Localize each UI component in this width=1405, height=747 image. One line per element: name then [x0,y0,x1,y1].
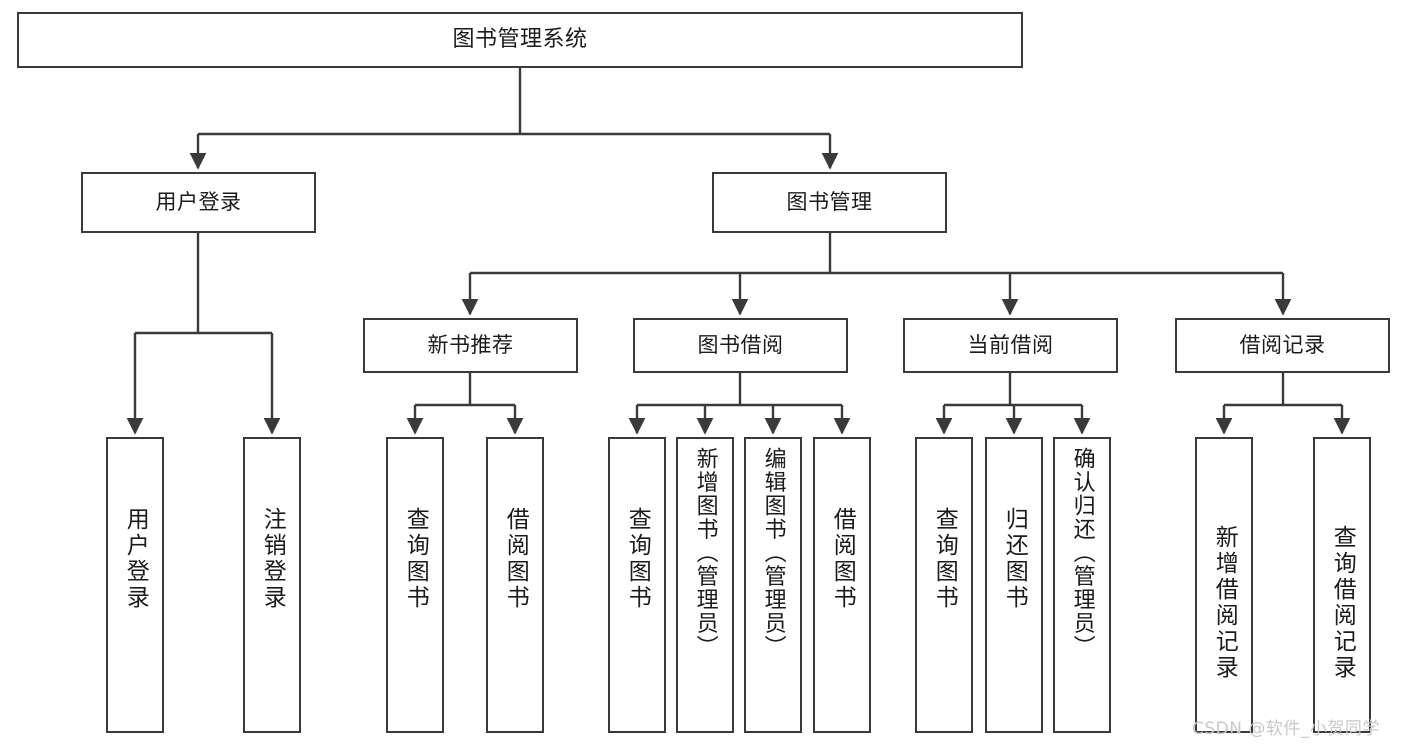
node-label: 借阅记录 [1239,333,1326,358]
leaf-borrow-book-recommend[interactable]: 借阅图书 [486,437,544,733]
leaf-query-book-current[interactable]: 查询图书 [915,437,973,733]
node-label: 借阅图书 [829,507,856,611]
node-label: 查询借阅记录 [1329,525,1356,681]
node-book-management[interactable]: 图书管理 [712,172,947,233]
node-borrow-record[interactable]: 借阅记录 [1175,318,1390,373]
node-label: 新增图书（管理员） [692,447,718,659]
node-label: 编辑图书（管理员） [760,447,786,659]
leaf-return-book[interactable]: 归还图书 [985,437,1043,733]
csdn-watermark: CSDN @软件_小贺同学 [1192,719,1380,739]
node-label: 用户登录 [155,190,242,215]
leaf-query-book-borrow[interactable]: 查询图书 [608,437,666,733]
node-label: 新书推荐 [427,333,514,358]
node-label: 用户登录 [122,507,149,611]
node-label: 新增借阅记录 [1211,525,1238,681]
leaf-add-book-admin[interactable]: 新增图书（管理员） [676,437,734,733]
node-label: 注销登录 [259,507,286,611]
node-user-login[interactable]: 用户登录 [81,172,316,233]
node-label: 图书管理 [786,190,873,215]
node-label: 查询图书 [624,507,651,611]
node-label: 确认归还（管理员） [1069,447,1095,659]
node-label: 借阅图书 [502,507,529,611]
node-label: 图书管理系统 [452,27,588,53]
leaf-query-book-recommend[interactable]: 查询图书 [386,437,444,733]
node-new-book-recommend[interactable]: 新书推荐 [363,318,578,373]
leaf-query-borrow-record[interactable]: 查询借阅记录 [1313,437,1371,733]
leaf-borrow-book[interactable]: 借阅图书 [813,437,871,733]
leaf-add-borrow-record[interactable]: 新增借阅记录 [1195,437,1253,733]
node-book-borrow[interactable]: 图书借阅 [633,318,848,373]
node-label: 查询图书 [402,507,429,611]
leaf-user-login[interactable]: 用户登录 [106,437,164,733]
node-current-borrow[interactable]: 当前借阅 [903,318,1118,373]
node-root-system[interactable]: 图书管理系统 [17,12,1023,68]
node-label: 图书借阅 [697,333,784,358]
leaf-edit-book-admin[interactable]: 编辑图书（管理员） [744,437,802,733]
node-label: 查询图书 [931,507,958,611]
node-label: 归还图书 [1001,507,1028,611]
node-label: 当前借阅 [967,333,1054,358]
leaf-logout[interactable]: 注销登录 [243,437,301,733]
leaf-confirm-return-admin[interactable]: 确认归还（管理员） [1053,437,1111,733]
